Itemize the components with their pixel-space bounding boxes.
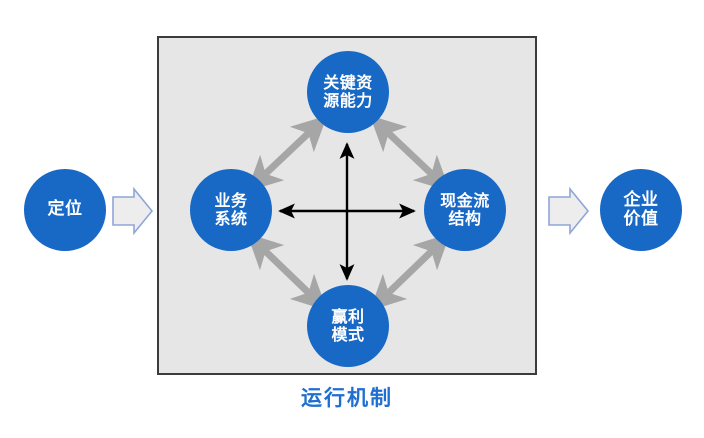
node-business-system-line-2: 系统	[214, 209, 248, 228]
node-key-resource-line-2: 源能力	[323, 91, 373, 110]
connector-business-to-profit	[246, 233, 328, 311]
mechanism-caption: 运行机制	[301, 386, 393, 410]
left-block-arrow	[112, 186, 154, 236]
connector-cashflow-to-profit	[369, 233, 451, 311]
node-profit-model-line-1: 赢利	[331, 307, 365, 327]
node-cashflow-structure-line-2: 结构	[448, 209, 482, 228]
node-key-resource-line-1: 关键资	[323, 73, 373, 93]
node-enterprise-value-line-2: 价值	[623, 209, 659, 229]
connector-business-to-key-resource	[246, 115, 328, 192]
node-cashflow-structure-line-1: 现金流	[440, 191, 490, 211]
node-profit-model-line-2: 模式	[331, 325, 365, 344]
node-positioning[interactable]: 定位	[24, 169, 106, 251]
node-key-resource[interactable]: 关键资 源能力	[307, 51, 389, 133]
connector-cashflow-to-key-resource	[369, 115, 451, 192]
node-enterprise-value-line-1: 企业	[623, 189, 659, 210]
right-block-arrow	[548, 186, 590, 236]
node-business-system[interactable]: 业务 系统	[190, 169, 272, 251]
node-positioning-line-1: 定位	[47, 199, 83, 220]
node-profit-model[interactable]: 赢利 模式	[307, 285, 389, 367]
node-cashflow-structure[interactable]: 现金流 结构	[424, 169, 506, 251]
node-enterprise-value[interactable]: 企业 价值	[600, 169, 682, 251]
node-business-system-line-1: 业务	[214, 191, 248, 211]
